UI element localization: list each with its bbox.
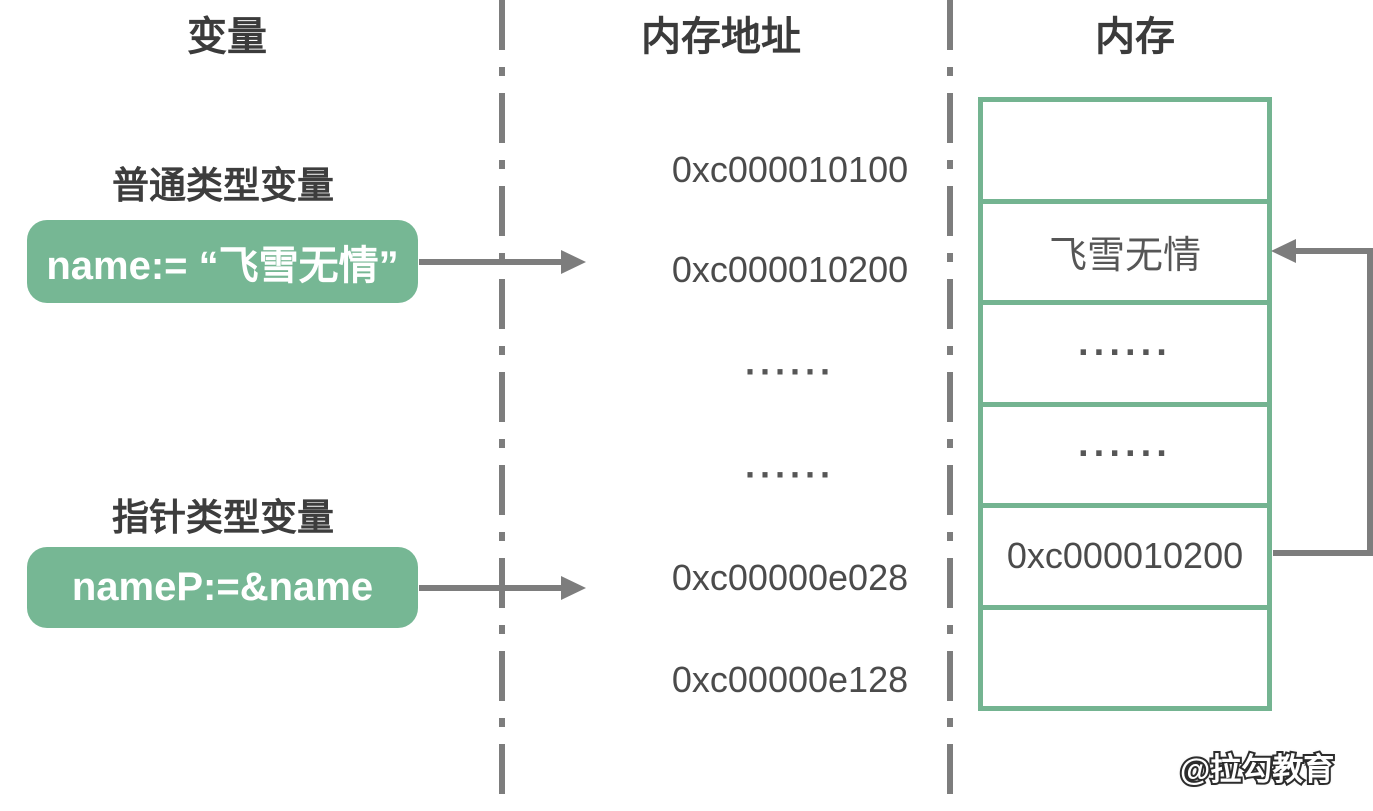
memory-address-item: 0xc000010100 [671,149,909,190]
memory-address-item: 0xc00000e028 [671,557,909,598]
memory-table: 飞雪无情 ······ ······ 0xc000010200 [978,97,1272,711]
column-header-variable: 变量 [187,15,267,59]
memory-cell-ellipsis: ······ [983,401,1267,504]
arrow-name-to-address [419,250,586,274]
column-header-memory-address: 内存地址 [641,15,801,59]
pointer-type-variable-label: 指针类型变量 [112,497,334,538]
memory-address-ellipsis: ······ [745,351,835,392]
memory-address-item: 0xc00000e128 [671,659,909,700]
memory-cell-pointer-value: 0xc000010200 [983,503,1267,605]
memory-cell-empty [983,102,1267,199]
arrow-namep-to-address [419,576,586,600]
memory-cell-ellipsis: ······ [983,300,1267,402]
memory-address-item: 0xc000010200 [671,249,909,290]
memory-cell-empty [983,604,1267,707]
arrow-pointer-loopback [1271,239,1373,556]
memory-address-ellipsis: ······ [745,454,835,495]
normal-type-variable-label: 普通类型变量 [112,165,334,206]
column-header-memory: 内存 [1095,15,1175,59]
watermark-lagou: @拉勾教育 [1178,750,1336,789]
memory-cell-value: 飞雪无情 [983,198,1267,301]
pointer-variable-box: nameP:=&name [27,547,418,628]
normal-variable-box: name:= “飞雪无情” [27,220,418,303]
